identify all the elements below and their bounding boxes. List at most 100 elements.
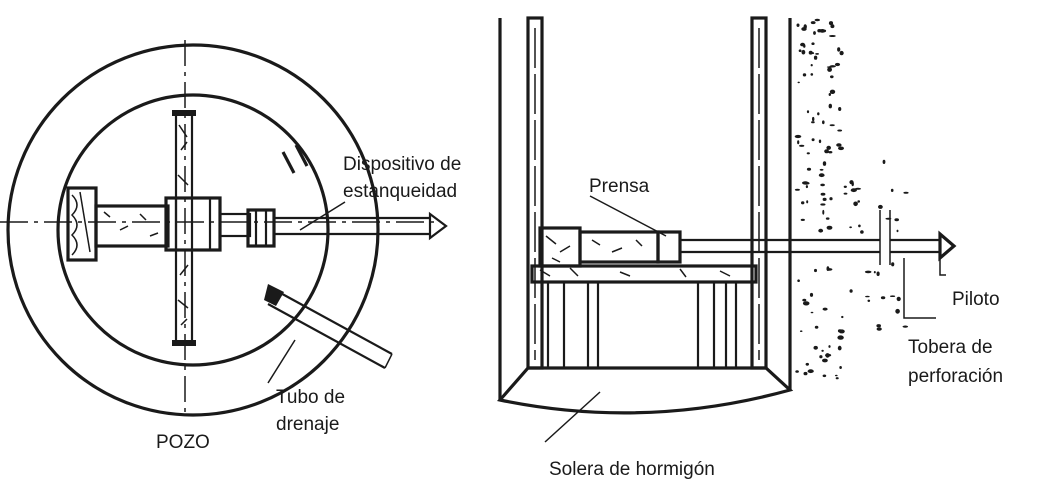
label-drain-pipe-line1: Tubo de — [276, 387, 345, 408]
cross-beam — [530, 264, 758, 284]
gravel-particle — [878, 204, 883, 209]
gravel-particle — [865, 295, 870, 298]
gravel-particle — [819, 29, 826, 33]
gravel-particle — [822, 307, 828, 311]
press-head — [656, 230, 682, 264]
support-post-left — [546, 280, 566, 370]
shaft-inner-ring — [56, 93, 330, 367]
label-drill-nozzle-line1: Tobera de — [908, 337, 993, 358]
gravel-particle — [864, 270, 872, 274]
gravel-particle — [805, 185, 809, 189]
gravel-particle — [838, 107, 842, 111]
gravel-particle — [811, 138, 815, 142]
press-thrust-block — [538, 226, 582, 268]
gravel-particle — [800, 218, 805, 221]
gravel-particle — [803, 24, 807, 30]
gravel-particle — [828, 93, 831, 96]
gravel-particle — [826, 225, 833, 230]
gravel-particle — [849, 226, 852, 229]
gravel-particle — [850, 188, 857, 193]
gravel-particle — [813, 31, 816, 35]
gravel-particle — [814, 325, 819, 329]
gravel-particle — [825, 217, 830, 220]
gravel-particle — [810, 73, 814, 76]
gravel-particle — [826, 268, 833, 271]
press-cylinder — [578, 230, 660, 264]
gravel-particle — [896, 229, 899, 233]
gravel-particle — [797, 81, 800, 84]
gravel-particle — [813, 55, 818, 60]
gravel-particle — [822, 374, 827, 378]
gravel-particle — [822, 358, 828, 363]
gravel-particle — [822, 120, 825, 125]
sealing-collar — [246, 208, 276, 248]
gravel-particle — [803, 371, 808, 376]
gravel-particle — [849, 180, 854, 185]
gravel-particle — [810, 21, 816, 25]
gravel-particle — [809, 292, 814, 297]
gravel-particle — [837, 329, 842, 333]
gravel-particle — [800, 42, 806, 47]
gravel-particle — [815, 53, 819, 55]
label-drain-pipe-line2: drenaje — [276, 414, 339, 435]
label-drill-nozzle-line2: perforación — [908, 366, 1003, 387]
support-post-right — [696, 280, 716, 370]
gravel-particle — [820, 203, 826, 206]
gravel-particle — [811, 42, 815, 45]
gravel-particle — [826, 66, 833, 68]
gravel-particle — [826, 145, 831, 150]
gravel-particle — [834, 374, 838, 377]
gravel-particle — [801, 201, 805, 205]
gravel-particle — [829, 35, 836, 37]
gravel-particle — [829, 197, 833, 201]
gravel-particle — [837, 345, 842, 351]
gravel-particle — [860, 230, 864, 234]
gravel-particle — [796, 23, 800, 27]
gravel-particle — [829, 124, 835, 127]
gravel-particle — [827, 67, 832, 72]
label-sealing-device-line2: estanqueidad — [343, 181, 457, 202]
gravel-particle — [829, 89, 836, 95]
leader-press — [589, 195, 667, 237]
gravel-particle — [798, 49, 802, 52]
drain-pipe-end — [264, 284, 284, 306]
gravel-particle — [857, 200, 860, 203]
gravel-particle — [801, 49, 806, 55]
gravel-particle — [806, 167, 812, 171]
gravel-particle — [849, 289, 853, 293]
gravel-particle — [802, 298, 807, 302]
gravel-particle — [890, 188, 894, 192]
gravel-particle — [819, 355, 823, 359]
gravel-particle — [894, 218, 899, 222]
shaft-section-view — [496, 16, 957, 415]
gravel-particle — [808, 50, 813, 55]
gravel-particle — [810, 63, 813, 67]
gravel-particle — [807, 369, 814, 374]
gravel-particle — [837, 335, 844, 340]
gravel-particle — [896, 296, 901, 302]
gravel-particle — [794, 188, 800, 191]
gravel-particle — [835, 377, 839, 380]
shaft-plan-view — [0, 40, 448, 417]
leader-drill-nozzle — [903, 258, 936, 319]
soil-gravel — [794, 18, 909, 380]
gravel-particle — [813, 345, 818, 350]
drill-rod-left — [218, 212, 252, 238]
gravel-particle — [797, 140, 800, 145]
gravel-particle — [873, 271, 876, 274]
label-sealing-device-line1: Dispositivo de — [343, 154, 461, 175]
label-press: Prensa — [589, 176, 650, 197]
gravel-particle — [802, 301, 810, 306]
leader-concrete-slab — [544, 391, 601, 443]
gravel-particle — [818, 173, 825, 178]
gravel-particle — [821, 349, 824, 352]
gravel-particle — [797, 279, 800, 283]
gravel-particle — [814, 268, 817, 273]
support-post-mid — [586, 280, 600, 370]
gravel-particle — [885, 217, 892, 220]
gravel-particle — [853, 201, 858, 207]
strut-cap-top — [172, 110, 196, 116]
leader-pilot — [939, 258, 946, 276]
gravel-particle — [843, 192, 848, 195]
